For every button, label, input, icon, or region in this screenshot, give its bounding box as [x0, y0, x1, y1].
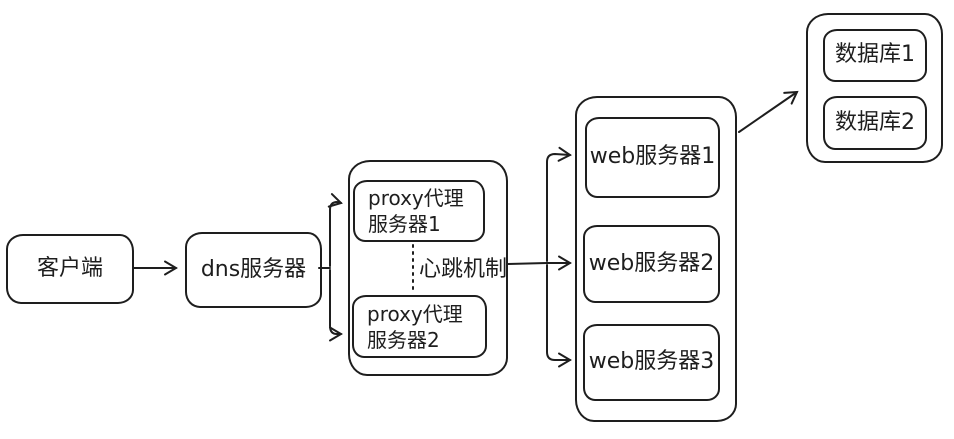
node-web2-label: web服务器2 [588, 250, 715, 276]
node-proxy2-label-line2: 服务器2 [367, 327, 440, 352]
edge-dns-proxy1 [327, 193, 343, 267]
node-client-label: 客户端 [36, 255, 103, 281]
node-web-server-2: web服务器2 [583, 225, 720, 303]
node-proxy1-label-line1: proxy代理 [368, 186, 464, 210]
heartbeat-edge-label: 心跳机制 [418, 257, 507, 282]
node-dns-label: dns服务器 [200, 256, 307, 282]
node-web-server-1: web服务器1 [585, 117, 720, 198]
edge-proxy-web3 [546, 264, 572, 368]
node-client: 客户端 [6, 234, 134, 304]
node-proxy-server-2: proxy代理 服务器2 [352, 295, 487, 358]
edge-proxy-web1 [546, 146, 572, 262]
node-database-1: 数据库1 [823, 29, 927, 82]
edge-proxy-fork-stem [507, 262, 548, 265]
node-web1-label: web服务器1 [589, 144, 716, 170]
node-dns-server: dns服务器 [185, 232, 322, 308]
edge-dns-proxy2 [329, 269, 343, 342]
node-proxy-server-1: proxy代理 服务器1 [353, 180, 485, 242]
node-web3-label: web服务器3 [588, 349, 715, 375]
node-proxy2-label-line1: proxy代理 [367, 301, 463, 326]
node-db1-label: 数据库1 [835, 42, 915, 68]
edge-web-db [738, 90, 799, 133]
node-web-server-3: web服务器3 [583, 324, 720, 401]
node-proxy1-label-line2: 服务器1 [368, 212, 441, 236]
node-db2-label: 数据库2 [835, 109, 915, 135]
node-database-2: 数据库2 [823, 96, 927, 150]
